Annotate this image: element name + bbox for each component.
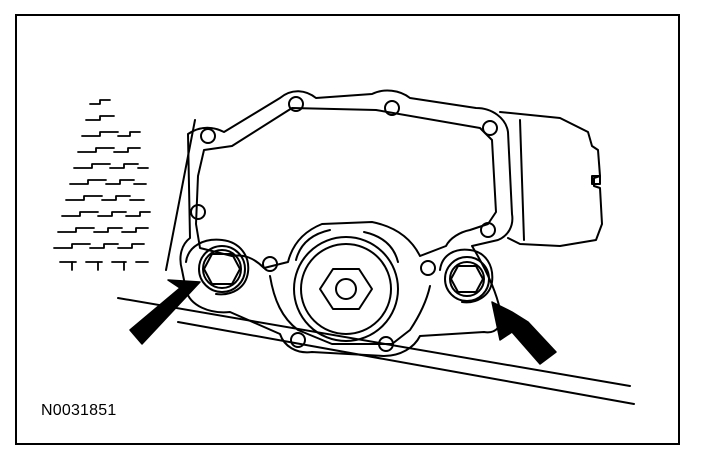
gasket-lower — [269, 275, 431, 345]
right-plug-arrow — [491, 301, 557, 365]
housing-lines — [117, 119, 635, 405]
center-nut-icon — [319, 268, 373, 310]
left-plug — [185, 238, 250, 296]
cooling-fins — [53, 99, 151, 271]
shaft-boss — [293, 229, 399, 342]
hex-plug-icon — [450, 265, 484, 293]
figure-id-label: N0031851 — [41, 402, 117, 419]
figure-frame — [15, 14, 680, 445]
left-plug-arrow — [129, 279, 201, 345]
hex-plug-icon — [203, 253, 241, 285]
gasket-inner — [195, 107, 497, 269]
electrical-connector — [499, 111, 603, 247]
arrow-icon — [129, 279, 557, 365]
right-plug — [439, 248, 494, 304]
bolt-holes — [190, 96, 498, 352]
